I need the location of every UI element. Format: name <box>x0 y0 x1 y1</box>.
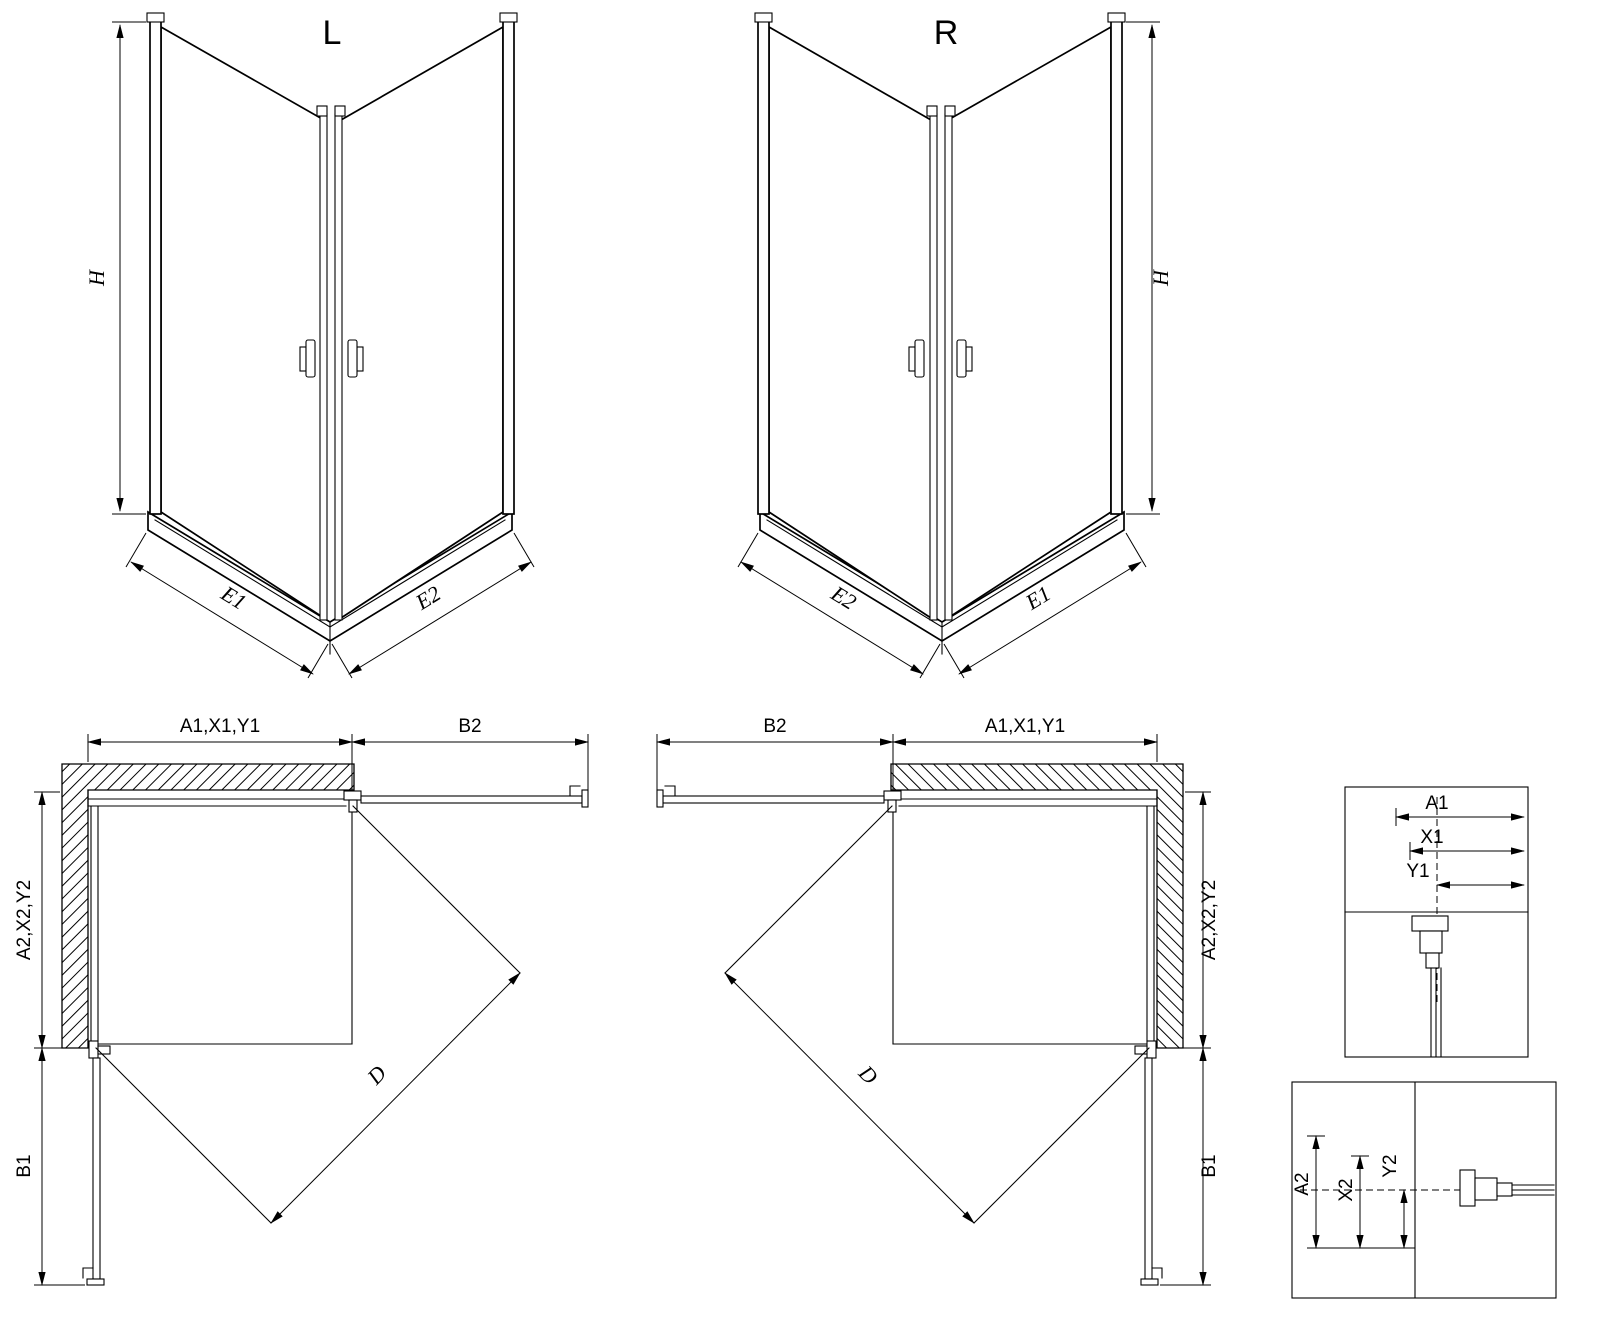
iso-right-dim-h-label: H <box>1148 269 1173 287</box>
detail-side-a2-label: A2 <box>1292 1172 1313 1195</box>
plan-right-dim-b2-label: B2 <box>763 716 786 737</box>
detail-side-profile-section <box>1459 1169 1555 1207</box>
detail-top-a1-label: A1 <box>1425 793 1448 814</box>
plan-left-dim-a1-label: A1,X1,Y1 <box>180 716 260 737</box>
plan-right-dim-b1-label: B1 <box>1199 1154 1220 1177</box>
detail-top-x1-label: X1 <box>1420 827 1443 848</box>
plan-left-dim-b1-label: B1 <box>14 1154 35 1177</box>
detail-side-x2-label: X2 <box>1336 1178 1357 1201</box>
detail-side-profile: A2 X2 Y2 <box>1291 1081 1557 1299</box>
detail-top-y1-label: Y1 <box>1406 861 1429 882</box>
plan-right-dim-a2-label: A2,X2,Y2 <box>1199 880 1220 960</box>
plan-right-dim-a1-label: A1,X1,Y1 <box>985 716 1065 737</box>
plan-view-right: B2 A1,X1,Y1 A2,X2,Y2 B1 D <box>657 716 1220 1285</box>
iso-left-dim-h-label: H <box>84 269 109 287</box>
iso-left-title: L <box>323 14 342 52</box>
detail-top-profile-section <box>1411 915 1449 1057</box>
iso-right-title: R <box>934 14 959 52</box>
plan-left-dim-b2-label: B2 <box>458 716 481 737</box>
plan-left-dim-a2-label: A2,X2,Y2 <box>14 880 35 960</box>
detail-side-dim-lines <box>1307 1135 1415 1249</box>
detail-top-dim-lines <box>1395 808 1525 889</box>
detail-top-profile: A1 X1 Y1 <box>1344 786 1529 1058</box>
detail-side-y2-label: Y2 <box>1380 1154 1401 1177</box>
